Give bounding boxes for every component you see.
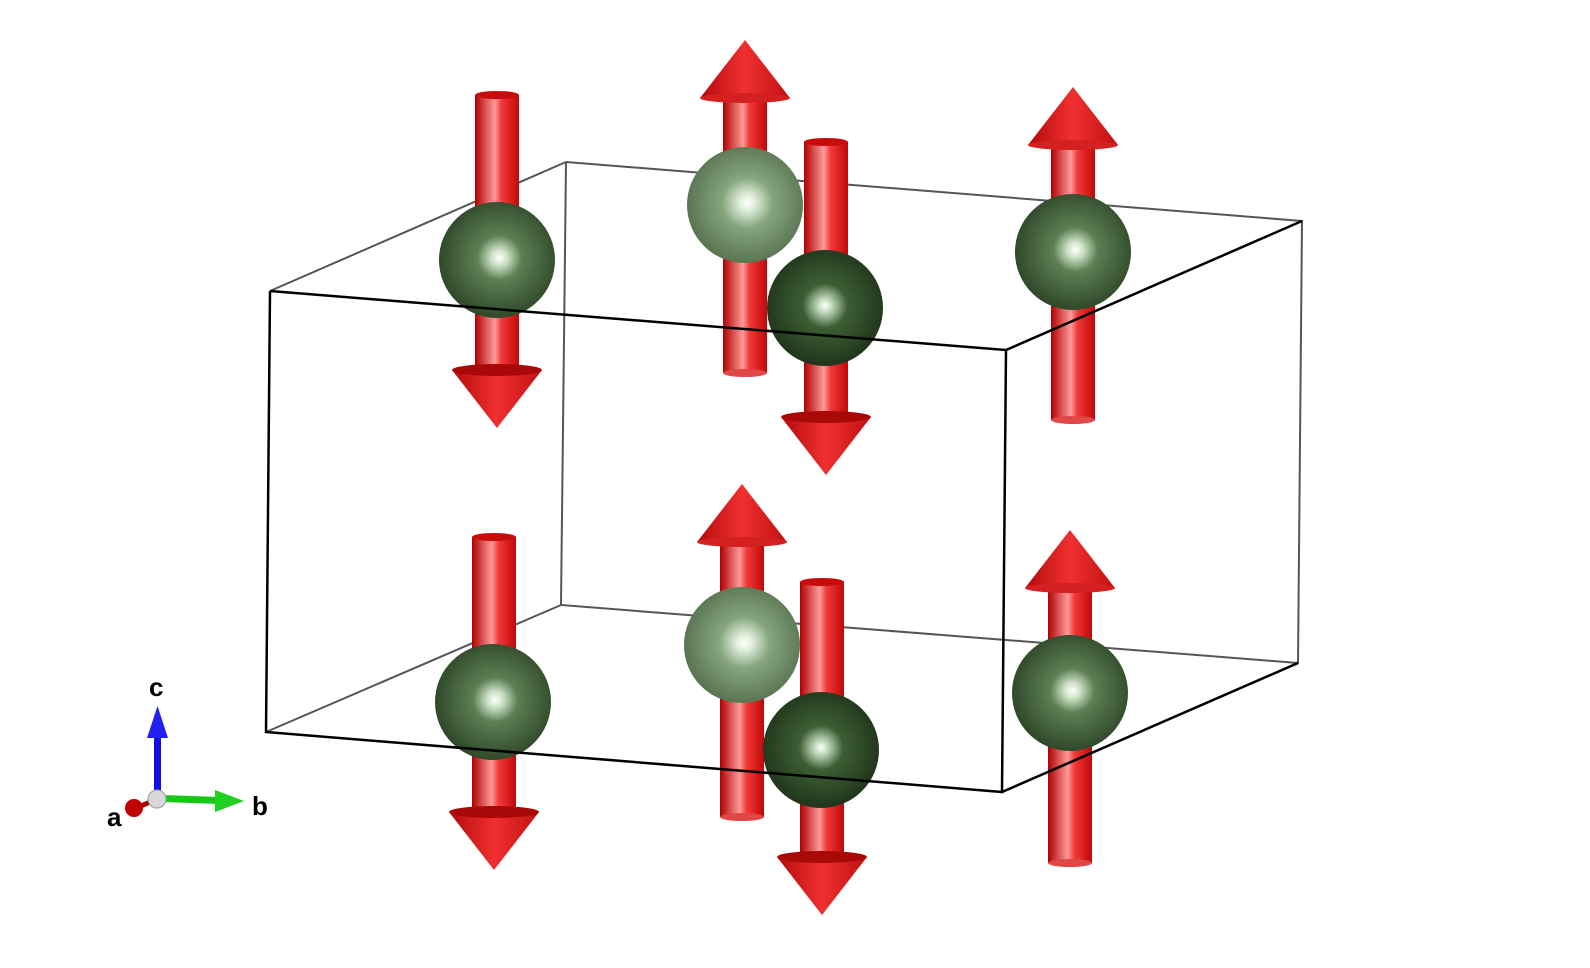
atom[interactable] bbox=[435, 644, 551, 760]
atom[interactable] bbox=[767, 250, 883, 366]
axis-indicator: c b a bbox=[107, 672, 268, 832]
axis-label-b: b bbox=[252, 791, 268, 821]
b-axis-arrow bbox=[162, 790, 244, 812]
axis-origin-sphere bbox=[147, 789, 167, 809]
atom[interactable] bbox=[687, 147, 803, 263]
atom[interactable] bbox=[684, 587, 800, 703]
atom[interactable] bbox=[1015, 194, 1131, 310]
axis-label-c: c bbox=[149, 672, 163, 702]
atom[interactable] bbox=[1012, 635, 1128, 751]
atom[interactable] bbox=[439, 202, 555, 318]
unit-cell-front-edges bbox=[264, 219, 1303, 794]
axis-label-a: a bbox=[107, 802, 122, 832]
atom[interactable] bbox=[763, 692, 879, 808]
c-axis-arrow bbox=[147, 706, 168, 797]
